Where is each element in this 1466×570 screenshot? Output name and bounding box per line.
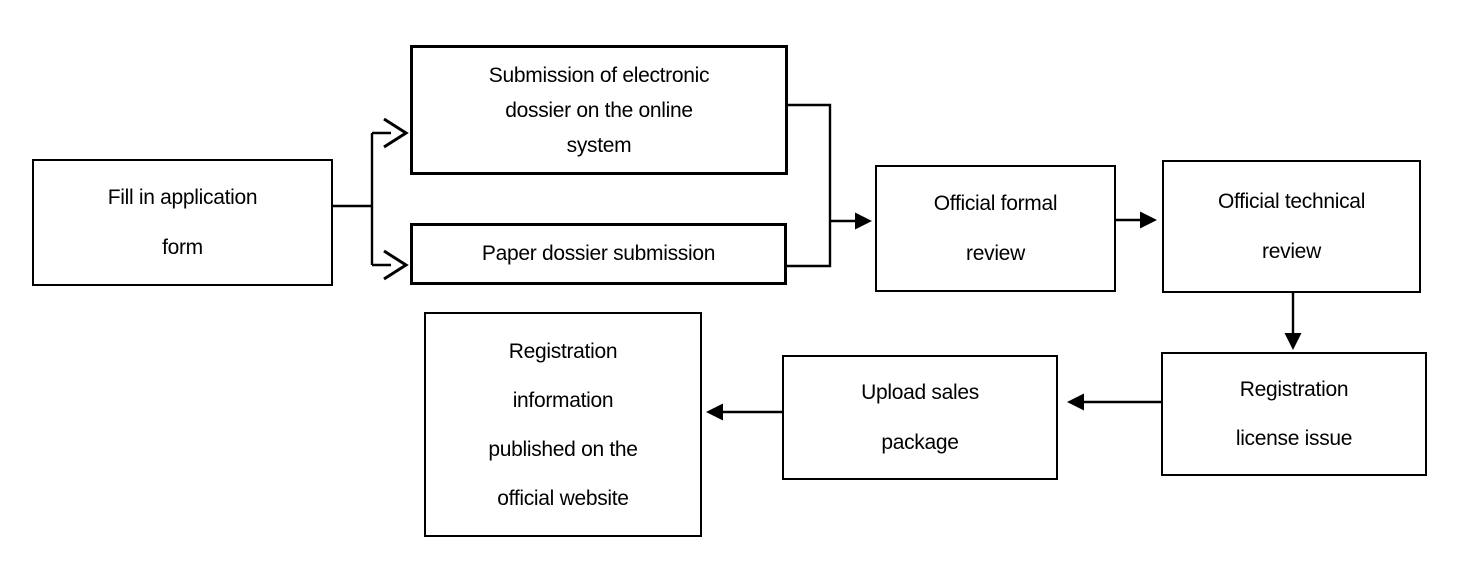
flow-node-label: Fill in application form xyxy=(107,185,258,259)
flow-node-paper-dossier-submission: Paper dossier submission xyxy=(410,223,787,285)
flow-node-label: Upload sales package xyxy=(861,380,979,454)
arrowhead-open-paper xyxy=(383,249,409,281)
flow-node-label: Official technical review xyxy=(1217,189,1366,263)
flow-node-official-formal-review: Official formal review xyxy=(875,165,1116,292)
arrowhead-filled-license-issue xyxy=(1284,333,1302,350)
flow-node-label: Registration information published on th… xyxy=(488,339,638,510)
edge-fill-fork xyxy=(333,131,391,267)
flow-node-registration-info-published: Registration information published on th… xyxy=(424,312,702,537)
flow-node-official-technical-review: Official technical review xyxy=(1162,160,1421,293)
flow-node-label: Paper dossier submission xyxy=(481,242,716,265)
flow-node-label: Submission of electronic dossier on the … xyxy=(488,63,710,157)
arrowhead-filled-technical-review xyxy=(1140,211,1157,229)
arrowhead-filled-published xyxy=(706,403,723,421)
flow-node-label: Registration license issue xyxy=(1235,378,1353,450)
flow-node-registration-license-issue: Registration license issue xyxy=(1161,352,1427,476)
flow-node-electronic-dossier-submission: Submission of electronic dossier on the … xyxy=(410,45,788,175)
flow-node-upload-sales-package: Upload sales package xyxy=(782,355,1058,480)
flow-node-label: Official formal review xyxy=(933,191,1058,265)
flow-node-fill-application-form: Fill in application form xyxy=(32,159,333,286)
arrowhead-filled-formal-review xyxy=(855,212,872,230)
arrowhead-filled-upload-sales xyxy=(1067,393,1084,411)
edge-merge-submissions xyxy=(787,103,832,268)
arrowhead-open-electronic xyxy=(383,117,409,149)
